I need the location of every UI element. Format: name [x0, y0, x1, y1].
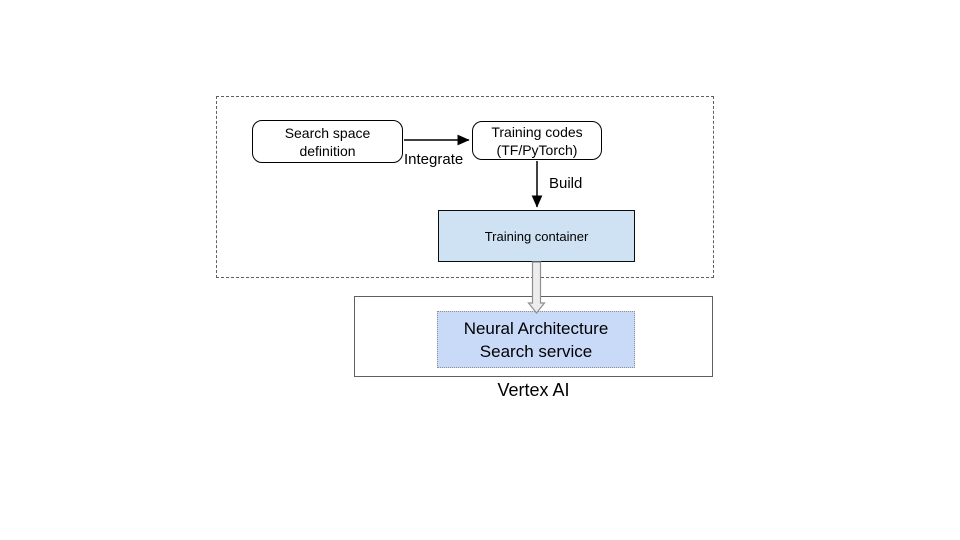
integrate-label: Integrate — [404, 151, 464, 168]
training-container-label: Training container — [484, 228, 589, 244]
vertex-ai-caption: Vertex AI — [497, 380, 570, 400]
training-codes-box: Training codes (TF/PyTorch) — [472, 121, 602, 160]
training-codes-label-line2: (TF/PyTorch) — [496, 141, 578, 158]
training-codes-label: Training codes — [491, 123, 583, 140]
pipeline-dashed-group — [216, 96, 714, 278]
training-container-box: Training container — [438, 210, 635, 262]
search-space-definition-label-line2: definition — [299, 142, 356, 159]
search-space-definition-box: Search space definition — [252, 120, 403, 163]
search-space-definition-label: Search space — [284, 124, 371, 141]
nas-service-label-line2: Search service — [479, 341, 593, 361]
build-label: Build — [549, 175, 583, 192]
nas-service-box: Neural Architecture Search service — [437, 311, 635, 368]
nas-service-label: Neural Architecture — [463, 318, 609, 338]
